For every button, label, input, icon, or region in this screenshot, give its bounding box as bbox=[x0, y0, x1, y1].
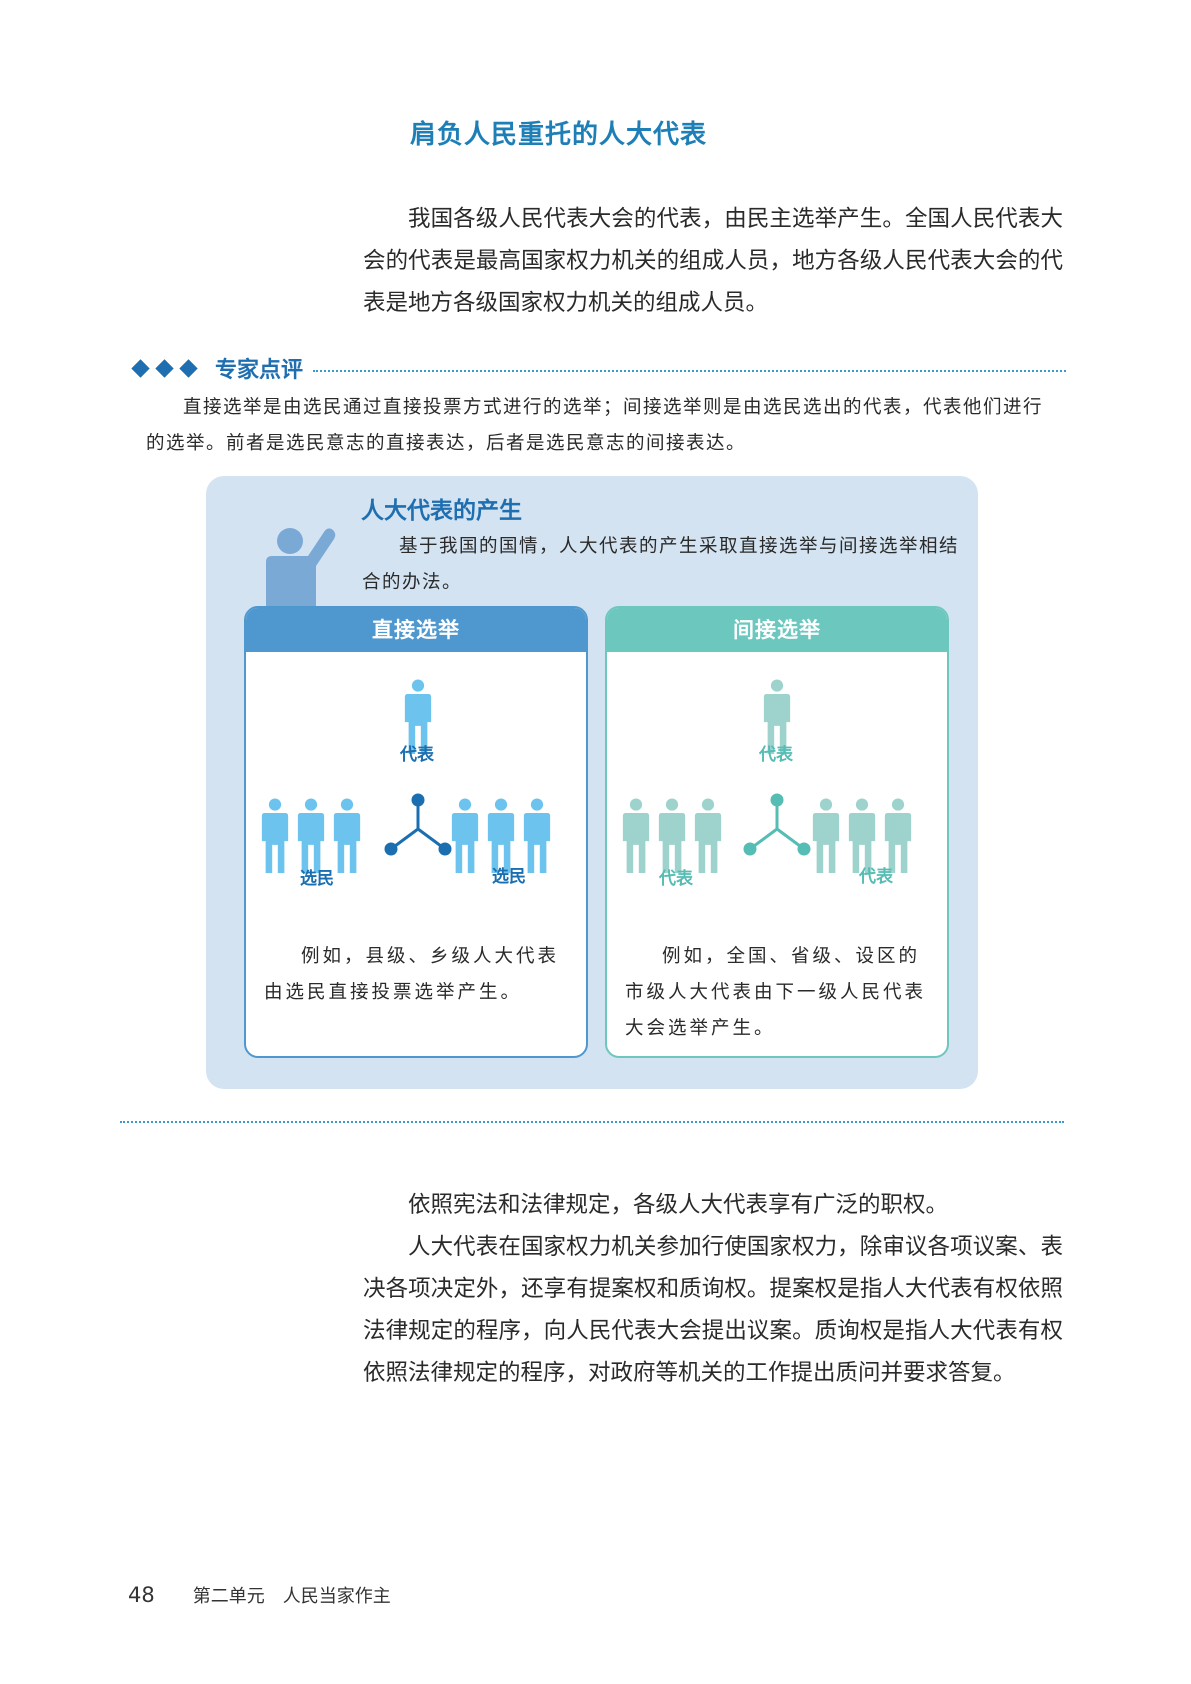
intro-paragraph: 我国各级人民代表大会的代表，由民主选举产生。全国人民代表大会的代表是最高国家权力… bbox=[363, 198, 1063, 324]
page-number: 48 bbox=[128, 1583, 155, 1607]
panel-description: 基于我国的国情，人大代表的产生采取直接选举与间接选举相结合的办法。 bbox=[362, 529, 962, 601]
page-footer: 48 第二单元 人民当家作主 bbox=[128, 1582, 391, 1608]
body-text-1: 依照宪法和法律规定，各级人大代表享有广泛的职权。 bbox=[408, 1192, 949, 1218]
person-icon bbox=[622, 798, 650, 873]
chapter-title: 第二单元 人民当家作主 bbox=[192, 1586, 391, 1607]
indirect-top-label: 代表 bbox=[759, 745, 793, 765]
intro-text: 我国各级人民代表大会的代表，由民主选举产生。全国人民代表大会的代表是最高国家权力… bbox=[363, 206, 1063, 316]
expert-comment-body: 直接选举是由选民通过直接投票方式进行的选举；间接选举则是由选民选出的代表，代表他… bbox=[146, 397, 1044, 454]
expert-comment-header: 专家点评 bbox=[131, 352, 1066, 384]
direct-election-diagram bbox=[261, 679, 551, 873]
direct-top-label: 代表 bbox=[400, 745, 434, 765]
direct-election-heading: 直接选举 bbox=[246, 608, 586, 652]
body-text-2: 人大代表在国家权力机关参加行使国家权力，除审议各项议案、表决各项决定外，还享有提… bbox=[363, 1234, 1063, 1386]
person-icon bbox=[812, 798, 840, 873]
connector-icon bbox=[743, 793, 811, 856]
indirect-example-text: 例如，全国、省级、设区的市级人大代表由下一级人民代表大会选举产生。 bbox=[625, 946, 927, 1039]
person-icon bbox=[658, 798, 686, 873]
indirect-left-label: 代表 bbox=[659, 869, 693, 889]
body-paragraph-1: 依照宪法和法律规定，各级人大代表享有广泛的职权。 bbox=[363, 1184, 1063, 1226]
panel-title: 人大代表的产生 bbox=[361, 498, 522, 524]
indirect-right-label: 代表 bbox=[859, 867, 893, 887]
person-icon bbox=[261, 798, 289, 873]
speaker-icon bbox=[266, 528, 336, 610]
direct-example: 例如，县级、乡级人大代表由选民直接投票选举产生。 bbox=[264, 939, 572, 1011]
person-icon bbox=[451, 798, 479, 873]
diamond-bullets-icon bbox=[131, 358, 201, 378]
dotted-divider bbox=[313, 370, 1066, 372]
person-icon bbox=[297, 798, 325, 873]
direct-right-label: 选民 bbox=[492, 867, 526, 887]
indirect-election-card: 间接选举 代表 代表 代表 例如，全国、省级、设区的市级 bbox=[605, 606, 949, 1058]
person-icon bbox=[694, 798, 722, 873]
connector-icon bbox=[384, 793, 452, 856]
panel-description-text: 基于我国的国情，人大代表的产生采取直接选举与间接选举相结合的办法。 bbox=[362, 536, 960, 593]
indirect-example: 例如，全国、省级、设区的市级人大代表由下一级人民代表大会选举产生。 bbox=[625, 939, 933, 1047]
indirect-election-diagram bbox=[622, 679, 912, 873]
person-icon bbox=[333, 798, 361, 873]
person-icon bbox=[523, 798, 551, 873]
section-title: 肩负人民重托的人大代表 bbox=[410, 120, 708, 150]
indirect-election-heading: 间接选举 bbox=[607, 608, 947, 652]
expert-comment-text: 直接选举是由选民通过直接投票方式进行的选举；间接选举则是由选民选出的代表，代表他… bbox=[146, 390, 1046, 462]
direct-left-label: 选民 bbox=[300, 869, 334, 889]
section-divider bbox=[120, 1121, 1064, 1123]
direct-election-card: 直接选举 代表 选民 选民 例如，县级、乡级人大代表由选 bbox=[244, 606, 588, 1058]
direct-example-text: 例如，县级、乡级人大代表由选民直接投票选举产生。 bbox=[264, 946, 560, 1003]
expert-comment-label: 专家点评 bbox=[215, 358, 304, 383]
body-paragraph-2: 人大代表在国家权力机关参加行使国家权力，除审议各项议案、表决各项决定外，还享有提… bbox=[363, 1226, 1063, 1394]
